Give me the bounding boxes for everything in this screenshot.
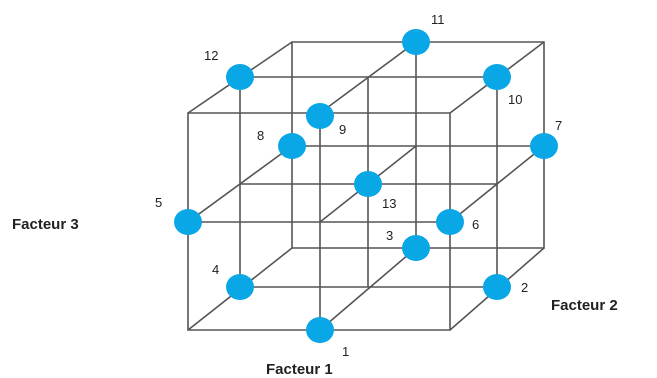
- point-label-10: 10: [508, 92, 522, 107]
- axis-label-factor2: Facteur 2: [551, 297, 618, 314]
- point-label-1: 1: [342, 344, 349, 359]
- design-point-13: [354, 171, 382, 197]
- design-point-2: [483, 274, 511, 300]
- design-point-9: [306, 103, 334, 129]
- point-label-11: 11: [431, 12, 445, 27]
- design-point-4: [226, 274, 254, 300]
- axis-label-factor1: Facteur 1: [266, 361, 333, 378]
- axis-label-factor3: Facteur 3: [12, 216, 79, 233]
- design-point-7: [530, 133, 558, 159]
- design-point-11: [402, 29, 430, 55]
- point-label-9: 9: [339, 122, 346, 137]
- design-point-10: [483, 64, 511, 90]
- point-label-5: 5: [155, 195, 162, 210]
- point-label-8: 8: [257, 128, 264, 143]
- design-point-8: [278, 133, 306, 159]
- point-label-7: 7: [555, 118, 562, 133]
- point-label-6: 6: [472, 217, 479, 232]
- design-point-6: [436, 209, 464, 235]
- design-point-12: [226, 64, 254, 90]
- design-point-5: [174, 209, 202, 235]
- point-label-13: 13: [382, 196, 396, 211]
- design-point-1: [306, 317, 334, 343]
- point-label-2: 2: [521, 280, 528, 295]
- design-point-3: [402, 235, 430, 261]
- point-label-12: 12: [204, 48, 218, 63]
- point-label-4: 4: [212, 262, 219, 277]
- point-label-3: 3: [386, 228, 393, 243]
